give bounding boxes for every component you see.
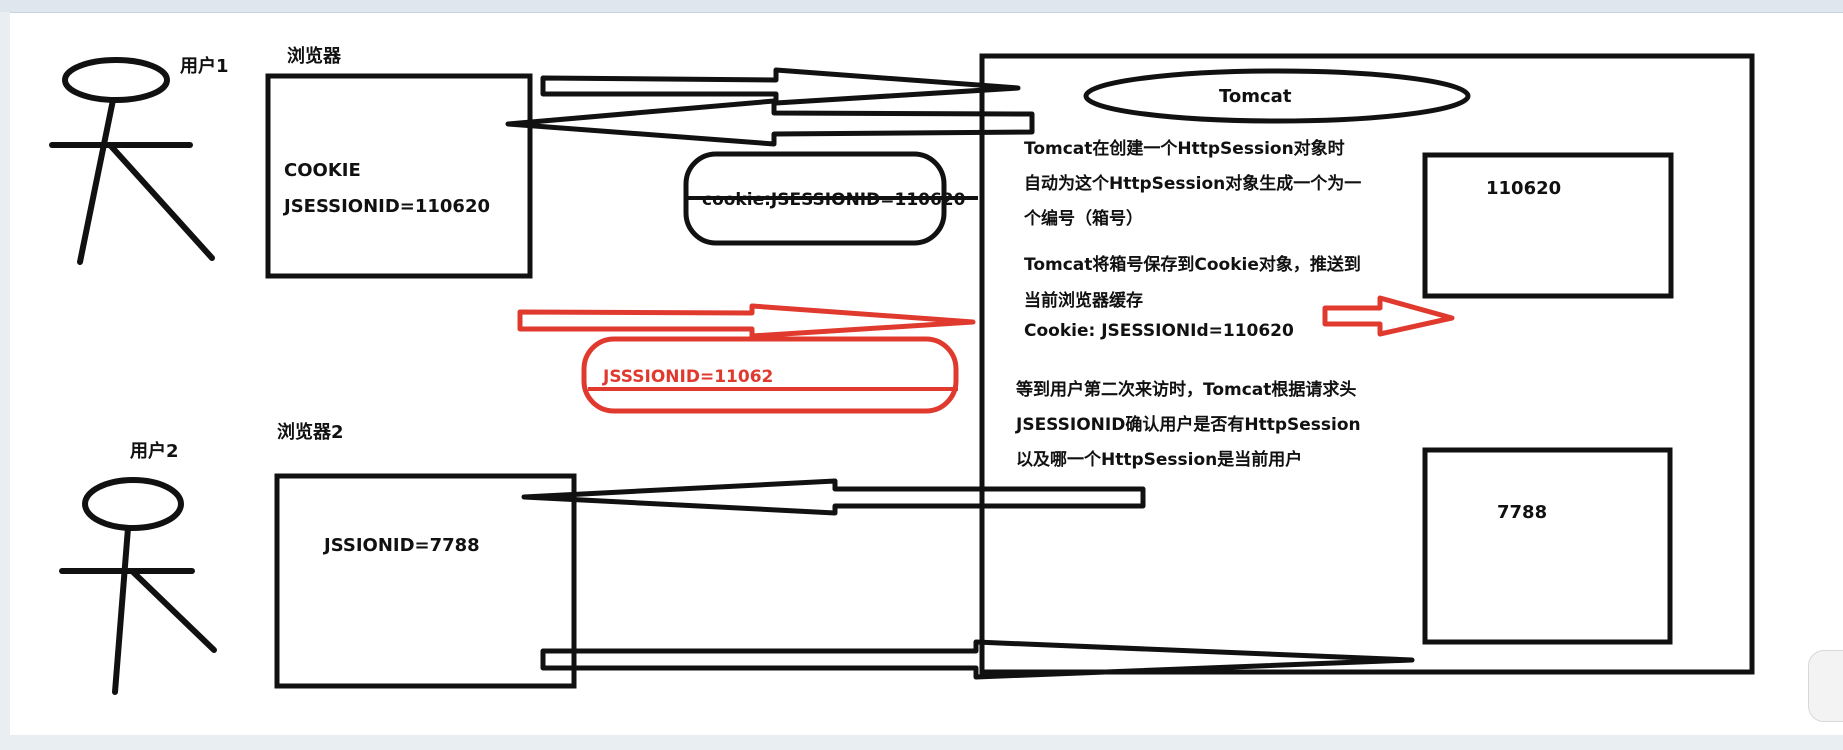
red-request-arrow — [517, 303, 976, 339]
session2-id: 7788 — [1497, 502, 1548, 523]
user2-head — [82, 477, 184, 531]
tomcat-server-box — [979, 53, 1755, 675]
red-lookup-arrow — [1322, 295, 1455, 337]
browser2-box — [274, 473, 577, 689]
user2-label: 用户2 — [130, 441, 179, 462]
user2-figure — [59, 477, 217, 695]
red-cookie-bubble — [581, 336, 959, 414]
session-box-7788 — [1422, 447, 1673, 645]
user1-head — [62, 57, 170, 103]
tomcat-para1-line3: 个编号（箱号） — [1024, 209, 1143, 229]
tomcat-para1-line2: 自动为这个HttpSession对象生成一个为一 — [1024, 174, 1362, 194]
browser1-jsessionid-text: JSESSIONID=110620 — [284, 196, 491, 217]
request-arrow-user2 — [540, 639, 1415, 680]
side-panel-toggle[interactable] — [1808, 650, 1843, 722]
window-top-bar — [0, 0, 1843, 13]
tomcat-para3-line2: JSESSIONID确认用户是否有HttpSession — [1016, 415, 1361, 435]
session1-id: 110620 — [1486, 178, 1562, 199]
browser2-jsessionid-text: JSSIONID=7788 — [324, 535, 480, 556]
window-left-edge — [0, 12, 10, 750]
user1-figure — [49, 57, 215, 265]
cookie-bubble-text: cookie:JSESSIONID=110620 — [702, 190, 966, 210]
tomcat-title: Tomcat — [1219, 86, 1292, 107]
tomcat-title-oval — [1083, 68, 1471, 124]
tomcat-para3-line1: 等到用户第二次来访时，Tomcat根据请求头 — [1016, 380, 1357, 400]
browser1-label: 浏览器 — [287, 46, 341, 67]
red-bubble-text: JSSSIONID=11062 — [603, 367, 774, 387]
tomcat-para1-line1: Tomcat在创建一个HttpSession对象时 — [1024, 139, 1345, 159]
browser1-box — [265, 73, 533, 279]
tomcat-para2-line3: Cookie: JSESSIONId=110620 — [1024, 321, 1294, 341]
browser2-label: 浏览器2 — [277, 422, 344, 443]
session-box-110620 — [1422, 152, 1674, 299]
tomcat-para2-line1: Tomcat将箱号保存到Cookie对象，推送到 — [1024, 255, 1361, 275]
tomcat-para3-line3: 以及哪一个HttpSession是当前用户 — [1016, 450, 1303, 470]
window-bottom-bar — [0, 735, 1843, 750]
response-arrow-user1 — [505, 98, 1035, 147]
browser1-cookie-text: COOKIE — [284, 160, 361, 181]
user1-label: 用户1 — [180, 56, 229, 77]
response-arrow-user2 — [521, 478, 1146, 516]
tomcat-para2-line2: 当前浏览器缓存 — [1024, 291, 1143, 311]
request-arrow-user1 — [540, 67, 1021, 106]
